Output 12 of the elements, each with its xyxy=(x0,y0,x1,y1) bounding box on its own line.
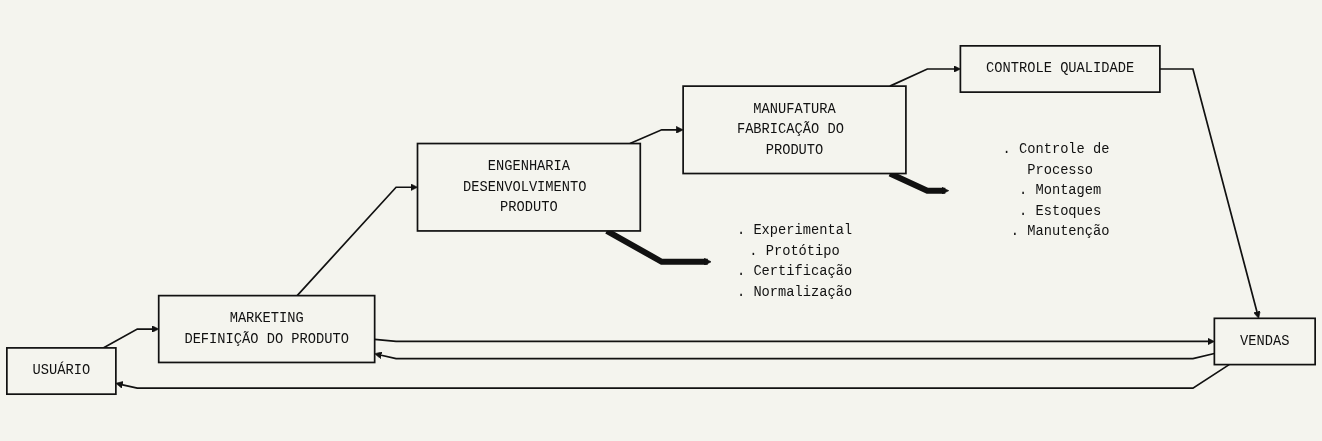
node-box: USUÁRIO xyxy=(6,347,117,396)
node-box: MANUFATURA FABRICAÇÃO DO PRODUTO xyxy=(682,85,907,175)
node-box: MARKETING DEFINIÇÃO DO PRODUTO xyxy=(157,295,376,364)
node-text: . Experimental . Protótipo . Certificação . Normalização xyxy=(736,223,853,301)
node-text: . Controle de Processo . Montagem . Estoques . Manutenção xyxy=(1002,142,1110,240)
arrow xyxy=(1159,68,1261,320)
arrow xyxy=(629,126,684,145)
node-box: CONTROLE QUALIDADE xyxy=(959,45,1161,94)
arrow xyxy=(889,65,961,88)
arrow xyxy=(296,183,418,297)
node-box: ENGENHARIA DESENVOLVIMENTO PRODUTO xyxy=(416,143,642,233)
node-box: VENDAS xyxy=(1213,317,1316,366)
